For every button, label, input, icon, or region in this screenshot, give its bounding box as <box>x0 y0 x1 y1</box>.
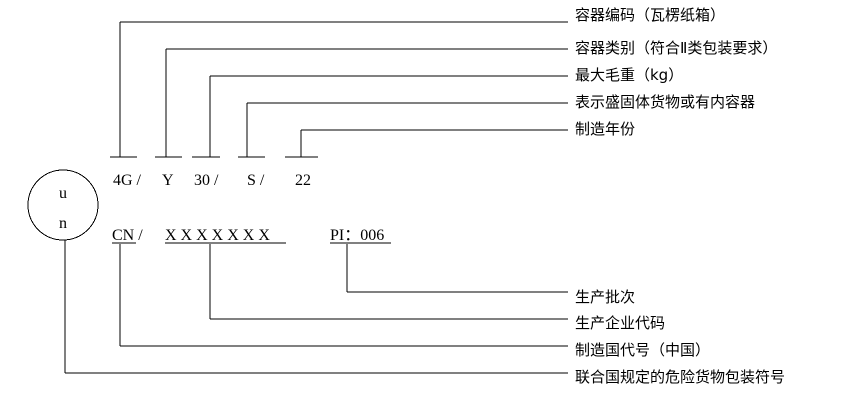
leader-year <box>285 129 568 158</box>
leader-category <box>155 48 568 158</box>
label-solid-marker: 表示盛固体货物或有内容器 <box>575 93 755 111</box>
leader-un-symbol <box>64 240 568 374</box>
label-year: 制造年份 <box>575 120 635 138</box>
label-max-weight: 最大毛重（kg） <box>575 66 683 84</box>
code-line-1: 4G / Y 30 / S / 22 <box>113 172 311 189</box>
label-container-code: 容器编码（瓦楞纸箱） <box>575 6 725 24</box>
un-circle <box>27 169 99 241</box>
code-container: 4G / <box>113 172 142 189</box>
code-batch: PI：006 <box>330 227 384 244</box>
leader-country <box>119 244 568 347</box>
label-batch: 生产批次 <box>575 288 635 306</box>
leader-max-weight <box>192 75 568 158</box>
leader-batch <box>346 244 568 293</box>
label-enterprise: 生产企业代码 <box>575 314 665 332</box>
code-max-weight: 30 / <box>194 172 219 189</box>
label-un-symbol: 联合国规定的危险货物包装符号 <box>575 368 785 386</box>
code-solid-marker: S / <box>247 172 265 189</box>
code-line-2: CN / X X X X X X X PI：006 <box>112 227 391 244</box>
un-letter-u: u <box>59 185 67 202</box>
un-letter-n: n <box>59 215 67 232</box>
code-country: CN / <box>112 227 143 244</box>
leader-container-code <box>110 21 568 158</box>
code-category: Y <box>162 172 174 189</box>
code-enterprise: X X X X X X X <box>165 227 270 244</box>
labels: 容器编码（瓦楞纸箱） 容器类别（符合Ⅱ类包装要求） 最大毛重（kg） 表示盛固体… <box>575 6 785 386</box>
leader-enterprise <box>209 244 568 320</box>
label-category: 容器类别（符合Ⅱ类包装要求） <box>575 39 777 57</box>
label-country: 制造国代号（中国） <box>575 341 710 359</box>
leader-solid-marker <box>238 102 568 158</box>
code-year: 22 <box>295 172 311 189</box>
un-symbol: u n <box>27 169 99 241</box>
